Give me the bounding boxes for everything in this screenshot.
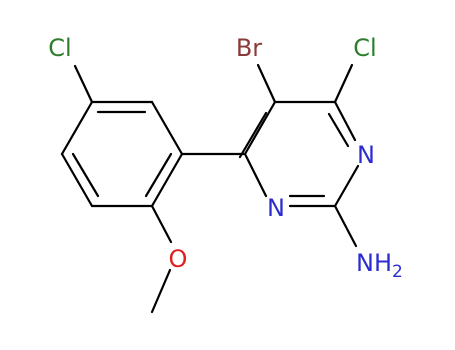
bond-ph3-ph4 xyxy=(60,100,94,156)
atom-nh2-text: NH xyxy=(356,249,392,277)
atom-br: Br xyxy=(236,34,262,62)
bond-n3-c2 xyxy=(333,164,360,208)
bond-ph4-ph5 xyxy=(60,152,94,208)
atom-n-ring-left: N xyxy=(267,194,285,222)
atom-o-methoxy: O xyxy=(169,245,188,273)
bond-ph6-o xyxy=(150,204,173,244)
bond-c5-c6-inner xyxy=(238,111,268,159)
bond-ph4-ph5-inner xyxy=(71,152,100,198)
bonds xyxy=(60,63,360,314)
bond-c2-nh2 xyxy=(333,204,358,248)
atom-cl-pyrimidine: Cl xyxy=(353,34,376,62)
bond-c5-br xyxy=(256,63,277,104)
atom-nh2: NH2 xyxy=(356,249,403,282)
bond-c5-c6 xyxy=(243,100,277,156)
bond-ph6-ph1 xyxy=(150,152,184,208)
bond-o-methyl xyxy=(150,268,172,314)
bond-ph1-ph2 xyxy=(150,100,184,156)
atom-n-ring-right: N xyxy=(357,141,375,169)
bond-ph3-cl xyxy=(73,64,94,104)
bond-c4-n3-inner xyxy=(327,112,350,148)
bond-ph6-ph1-inner xyxy=(144,152,173,198)
bond-c4-n3 xyxy=(333,100,357,142)
atom-cl-phenyl: Cl xyxy=(48,34,71,62)
atom-labels: Br Cl Cl N N NH2 O xyxy=(48,34,403,282)
bond-c4-cl xyxy=(333,63,354,104)
atom-nh2-subscript: 2 xyxy=(392,262,403,282)
bond-n1-c6 xyxy=(243,152,268,198)
